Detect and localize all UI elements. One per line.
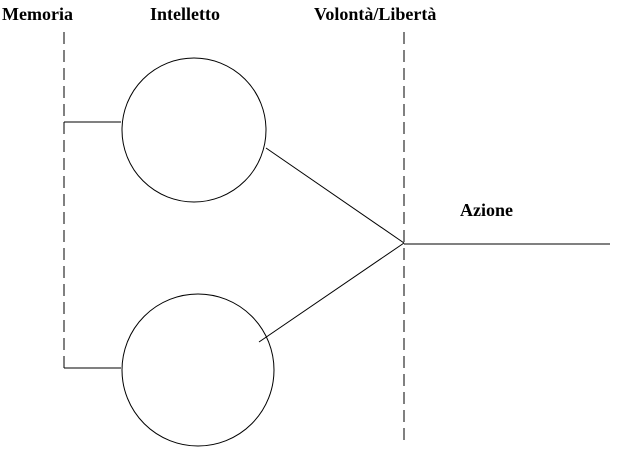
bottom-circle xyxy=(121,293,275,447)
label-memoria: Memoria xyxy=(2,4,73,24)
top-circle-to-volonta xyxy=(265,147,405,244)
label-azione: Azione xyxy=(460,200,513,220)
bottom-circle-to-volonta xyxy=(258,242,405,343)
label-intelletto: Intelletto xyxy=(150,4,220,24)
top-circle xyxy=(121,57,267,203)
label-volonta: Volontà/Libertà xyxy=(314,4,437,24)
